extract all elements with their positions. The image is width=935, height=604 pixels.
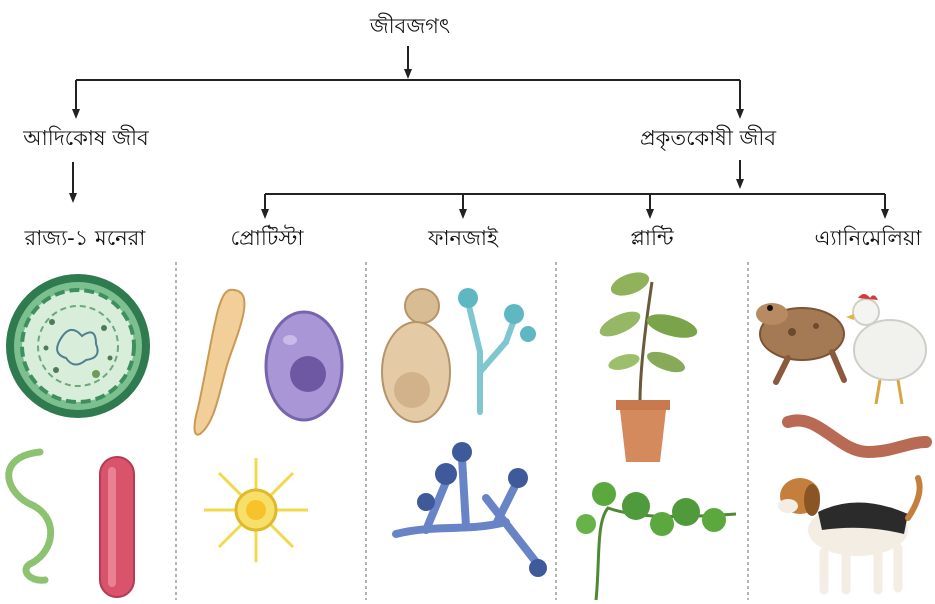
prokaryote-label: আদিকোষ জীব xyxy=(23,122,149,157)
monera-illustrations xyxy=(0,262,176,604)
paramecium-icon xyxy=(266,312,342,420)
bacillus-icon xyxy=(100,457,134,597)
mold-hyphae-icon xyxy=(396,442,547,577)
heliozoa-icon xyxy=(204,458,308,562)
spirillum-icon xyxy=(9,452,51,580)
plantae-illustrations xyxy=(556,262,748,604)
frog-icon xyxy=(756,303,844,382)
dog-icon xyxy=(778,478,920,590)
kingdom-protista-label: প্রোটিস্টা xyxy=(231,222,304,257)
creeper-plant-icon xyxy=(576,482,736,600)
protista-illustrations xyxy=(176,262,366,604)
potted-plant-icon xyxy=(596,268,699,462)
eukaryote-label: প্রকৃতকোষী জীব xyxy=(640,122,776,157)
kingdom-fungi-label: ফানজাই xyxy=(428,222,498,257)
animalia-illustrations xyxy=(748,262,935,604)
bacterium-cell-icon xyxy=(6,274,150,418)
kingdom-plantae-label: প্লান্টি xyxy=(631,222,674,257)
yeast-icon xyxy=(382,289,450,422)
fungi-illustrations xyxy=(366,262,556,604)
root-label: জীবজগৎ xyxy=(370,10,450,45)
earthworm-icon xyxy=(788,420,926,452)
kingdom-monera-label: রাজ্য-১ মনেরা xyxy=(25,222,146,257)
euglena-icon xyxy=(195,290,245,435)
hen-icon xyxy=(846,294,926,404)
penicillium-icon xyxy=(458,288,536,412)
kingdom-animalia-label: এ্যানিমেলিয়া xyxy=(815,222,922,257)
